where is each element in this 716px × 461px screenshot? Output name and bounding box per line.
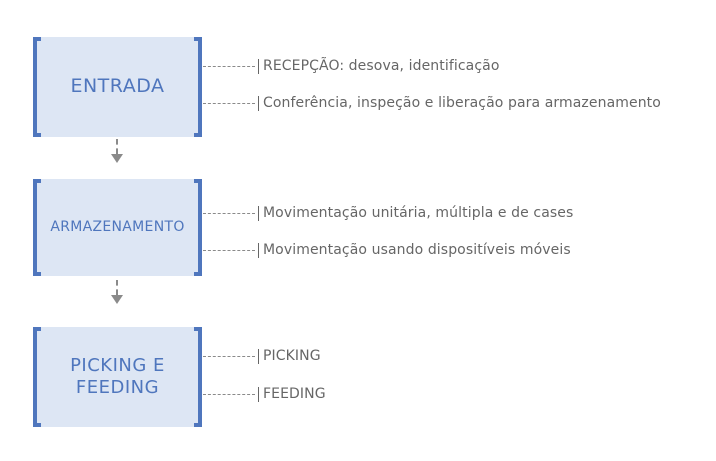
- stage-item-text: RECEPÇÃO: desova, identificação: [263, 58, 500, 74]
- dashed-connector: [203, 102, 255, 104]
- left-bracket: [33, 327, 41, 427]
- stage-box-armazenamento: ARMAZENAMENTO: [33, 179, 202, 276]
- stage-item-text: Movimentação unitária, múltipla e de cas…: [263, 205, 574, 221]
- stage-item-text: Conferência, inspeção e liberação para a…: [263, 95, 661, 111]
- right-bracket: [194, 327, 202, 427]
- item-marker: [258, 242, 259, 258]
- right-bracket: [194, 37, 202, 137]
- dashed-connector: [203, 212, 255, 214]
- item-marker: [258, 95, 259, 111]
- item-marker: [258, 205, 259, 221]
- dashed-connector: [203, 355, 255, 357]
- stage-title: PICKING E FEEDING: [70, 354, 165, 399]
- stage-item: FEEDING: [203, 385, 326, 403]
- stage-box-picking-feeding: PICKING E FEEDING: [33, 327, 202, 427]
- item-marker: [258, 386, 259, 402]
- stage-item: RECEPÇÃO: desova, identificação: [203, 57, 500, 75]
- stage-item: PICKING: [203, 347, 321, 365]
- dashed-connector: [203, 393, 255, 395]
- stage-item-text: FEEDING: [263, 386, 326, 402]
- stage-item: Movimentação unitária, múltipla e de cas…: [203, 204, 573, 222]
- left-bracket: [33, 179, 41, 276]
- stage-item: Conferência, inspeção e liberação para a…: [203, 94, 661, 112]
- item-marker: [258, 58, 259, 74]
- dashed-connector: [203, 249, 255, 251]
- right-bracket: [194, 179, 202, 276]
- stage-item: Movimentação usando dispositíveis móveis: [203, 241, 571, 259]
- stage-box-entrada: ENTRADA: [33, 37, 202, 137]
- stage-item-text: Movimentação usando dispositíveis móveis: [263, 242, 571, 258]
- stage-title: ARMAZENAMENTO: [50, 218, 185, 235]
- stage-item-text: PICKING: [263, 348, 321, 364]
- stage-title: ENTRADA: [70, 75, 165, 98]
- item-marker: [258, 348, 259, 364]
- left-bracket: [33, 37, 41, 137]
- dashed-connector: [203, 65, 255, 67]
